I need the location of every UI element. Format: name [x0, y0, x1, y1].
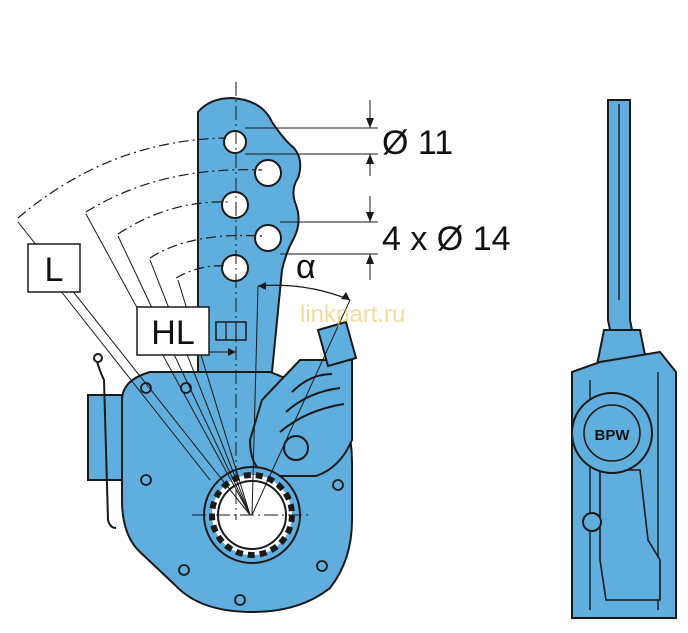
worm-slot-3	[279, 403, 345, 433]
alpha-adjuster-line	[251, 299, 351, 516]
l-leader	[59, 289, 211, 481]
side-boss	[599, 469, 661, 601]
lever-length-arcs	[17, 137, 263, 279]
hole-dia-11	[223, 130, 247, 154]
adjuster-shaft	[316, 320, 358, 368]
hole-large-label: 4 x Ø 14	[382, 220, 511, 258]
angle-label: α	[296, 248, 316, 286]
label-plate	[215, 321, 247, 341]
hole-dia-14-1	[254, 159, 282, 187]
clip-pin	[93, 353, 103, 363]
alpha-reference-line	[251, 285, 259, 516]
hole-dimension-lines	[245, 100, 378, 280]
hole-small-label: Ø 11	[382, 124, 453, 162]
hl-label-box	[136, 306, 210, 356]
hole-dia-14-4	[221, 254, 249, 282]
hole-dia-14-3	[254, 224, 282, 252]
hl-label: HL	[151, 314, 194, 352]
l-label: L	[45, 251, 64, 289]
bpw-emblem-text: BPW	[595, 427, 631, 444]
l-label-box	[27, 243, 81, 293]
worm-slot-2	[285, 387, 341, 413]
watermark: linkpart.ru	[300, 301, 405, 328]
side-lever	[607, 99, 638, 351]
worm-slot-1	[291, 373, 333, 393]
alpha-arc	[257, 284, 351, 301]
worm-pin	[283, 435, 309, 461]
front-view: L HL Ø 11 4 x Ø 14 α linkpart.ru	[17, 82, 511, 614]
dimension-arrowheads	[366, 118, 374, 264]
bpw-emblem-inner	[583, 404, 641, 462]
side-clip	[95, 357, 117, 529]
hole-dia-14-2	[221, 191, 249, 219]
side-screw	[582, 512, 602, 532]
side-view: BPW	[571, 99, 677, 619]
